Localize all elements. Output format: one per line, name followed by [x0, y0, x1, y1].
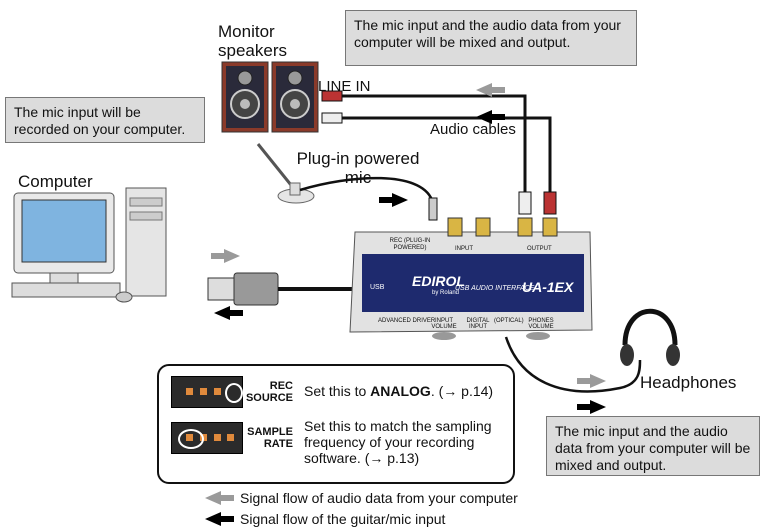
- black-arrow-usb: [214, 306, 243, 320]
- headphones: [620, 308, 680, 366]
- legend-black-arrow: [205, 512, 234, 526]
- device-interface-label: USB AUDIO INTERFACE: [455, 285, 535, 292]
- settings-box: REC SOURCE Set this to ANALOG. (→ p.14) …: [157, 364, 515, 484]
- label-headphones: Headphones: [640, 373, 737, 392]
- label-monitor-speakers: Monitor speakers: [218, 22, 287, 60]
- label-audio-cables: Audio cables: [430, 121, 516, 138]
- device-rec-label: REC (PLUG-IN POWERED): [389, 238, 431, 251]
- audio-cables: [340, 94, 552, 195]
- device-optical: (OPTICAL): [494, 318, 524, 324]
- label-mic: Plug-in powered mic: [296, 149, 420, 187]
- sample-rate-switch-image: [171, 422, 243, 454]
- legend-computer-flow: Signal flow of audio data from your comp…: [240, 490, 518, 506]
- sample-rate-title: SAMPLE RATE: [247, 426, 293, 450]
- label-computer: Computer: [18, 172, 93, 191]
- audio-interface: [349, 217, 593, 340]
- computer: [11, 187, 167, 303]
- note-mixed-bottom: The mic input and the audio data from yo…: [546, 416, 760, 476]
- device-digital-input: DIGITAL INPUT: [466, 318, 490, 330]
- rca-plugs: [321, 90, 557, 215]
- device-usb-label: USB: [370, 284, 385, 291]
- gray-arrow-usb: [211, 249, 240, 263]
- device-input-label: INPUT: [455, 246, 473, 252]
- monitor-speakers: [221, 61, 319, 133]
- note-recorded: The mic input will be recorded on your c…: [5, 97, 205, 143]
- rec-source-suffix: . (→ p.14): [430, 383, 494, 399]
- device-output-label: OUTPUT: [527, 246, 552, 252]
- black-arrow-phones: [577, 400, 606, 414]
- mic: [256, 143, 438, 221]
- gray-arrow-phones: [577, 374, 606, 388]
- rec-source-prefix: Set this to: [304, 383, 371, 399]
- sample-rate-text: Set this to match the sampling frequency…: [304, 418, 492, 466]
- rec-source-value: ANALOG: [370, 383, 431, 399]
- black-arrow-cables: [476, 110, 505, 124]
- legend-gray-arrow: [205, 491, 234, 505]
- label-line-in: LINE IN: [318, 78, 371, 95]
- device-model: UA-1EX: [522, 279, 574, 295]
- device-phones-volume: PHONES VOLUME: [528, 318, 554, 330]
- device-brand: EDIROL: [412, 273, 465, 289]
- black-arrow-mic: [379, 193, 408, 207]
- rec-source-switch-image: [171, 376, 243, 408]
- device-input-volume: INPUT VOLUME: [431, 318, 457, 330]
- gray-arrow-cables: [476, 83, 505, 97]
- note-mixed-top: The mic input and the audio data from yo…: [345, 10, 637, 66]
- rec-source-text: Set this to ANALOG. (→ p.14): [304, 383, 514, 399]
- rec-source-title: REC SOURCE: [245, 380, 293, 404]
- usb-cable: [207, 272, 355, 306]
- device-advanced-driver: ADVANCED DRIVER: [378, 318, 436, 324]
- device-by-roland: by Roland: [432, 290, 460, 296]
- legend-input-flow: Signal flow of the guitar/mic input: [240, 511, 446, 527]
- headphone-cable: [504, 336, 642, 393]
